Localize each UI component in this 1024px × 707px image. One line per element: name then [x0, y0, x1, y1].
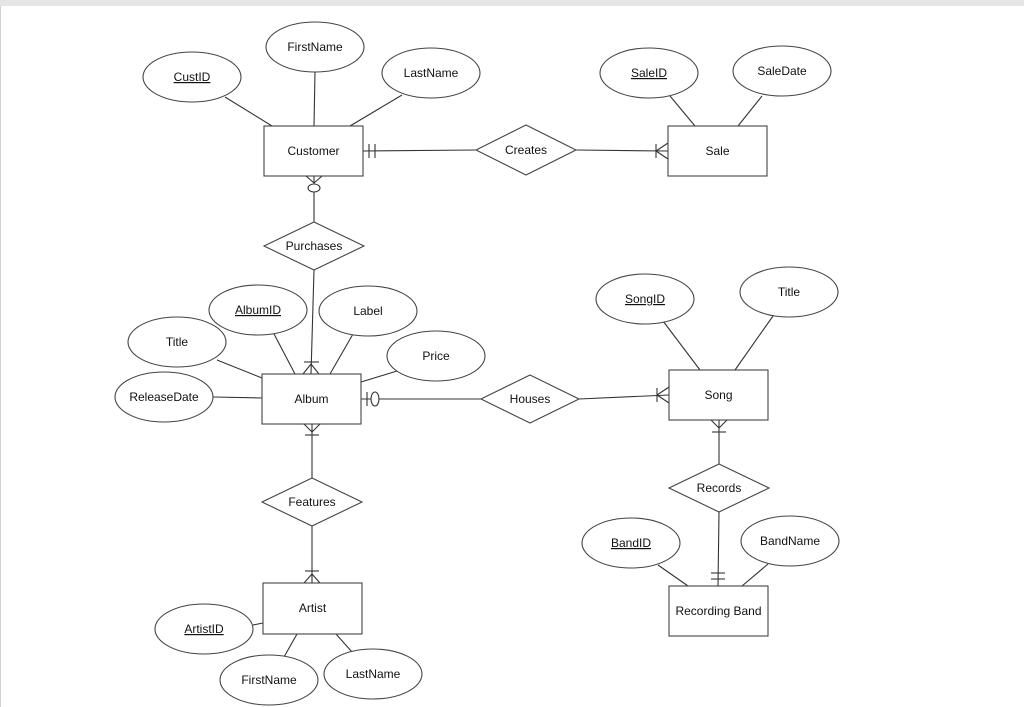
attribute-custid[interactable]: CustID	[142, 51, 242, 103]
entity-sale[interactable]: Sale	[667, 125, 768, 177]
connector-albumid	[272, 331, 296, 375]
connector-artist-lastname	[335, 633, 353, 653]
attribute-saledate-label: SaleDate	[757, 64, 807, 78]
entity-song-label: Song	[704, 388, 732, 402]
entity-album[interactable]: Album	[261, 373, 362, 425]
connector-album-title	[216, 359, 263, 379]
album-houses-zero-one-marker	[366, 391, 380, 407]
entity-recording-band[interactable]: Recording Band	[668, 585, 769, 637]
attribute-artist-firstname[interactable]: FirstName	[219, 654, 319, 706]
connector-saleid	[669, 95, 696, 127]
connector-price	[360, 370, 398, 383]
attribute-releasedate-label: ReleaseDate	[129, 390, 199, 404]
attribute-saleid[interactable]: SaleID	[599, 47, 699, 99]
line-customer-creates	[362, 149, 477, 152]
attribute-songid-label: SongID	[625, 292, 665, 306]
customer-creates-one-only-marker	[368, 144, 376, 158]
line-purchases-album	[310, 269, 315, 375]
sale-creates-crowfoot-marker	[655, 142, 669, 160]
connector-songid	[662, 320, 701, 371]
connector-artist-firstname	[283, 633, 298, 658]
attribute-releasedate[interactable]: ReleaseDate	[114, 371, 214, 423]
canvas-left-border	[0, 6, 1, 707]
relationship-houses-label: Houses	[510, 392, 551, 406]
connector-cust-lastname	[349, 94, 403, 127]
relationship-records-label: Records	[697, 481, 742, 495]
attribute-customer-firstname[interactable]: FirstName	[265, 21, 365, 73]
attribute-bandname[interactable]: BandName	[740, 515, 840, 567]
attribute-saledate[interactable]: SaleDate	[732, 45, 832, 97]
attribute-label[interactable]: Label	[318, 285, 418, 337]
relationship-features-label: Features	[288, 495, 335, 509]
attribute-albumid[interactable]: AlbumID	[208, 284, 308, 336]
attribute-customer-firstname-label: FirstName	[287, 40, 343, 54]
connector-custid	[224, 96, 273, 127]
attribute-artist-lastname[interactable]: LastName	[323, 648, 423, 700]
relationship-creates[interactable]: Creates	[474, 124, 578, 176]
relationship-creates-label: Creates	[505, 143, 547, 157]
attribute-customer-lastname[interactable]: LastName	[381, 47, 481, 99]
canvas-top-bar	[0, 0, 1024, 6]
cardinality-markers	[302, 142, 728, 584]
attribute-artist-lastname-label: LastName	[346, 667, 401, 681]
entity-song[interactable]: Song	[668, 369, 769, 421]
attribute-custid-label: CustID	[174, 70, 211, 84]
band-records-one-only-marker	[711, 572, 725, 580]
attribute-bandid[interactable]: BandID	[581, 517, 681, 569]
entity-artist[interactable]: Artist	[262, 582, 363, 635]
attribute-price[interactable]: Price	[386, 330, 486, 382]
connector-saledate	[737, 95, 763, 127]
customer-purchases-zero-many-marker	[305, 175, 323, 193]
attribute-album-title-label: Title	[166, 335, 189, 349]
line-houses-song	[578, 394, 670, 400]
relationship-features[interactable]: Features	[260, 477, 364, 527]
attribute-label-label: Label	[353, 304, 382, 318]
relationship-records[interactable]: Records	[667, 463, 771, 513]
attribute-saleid-label: SaleID	[631, 66, 667, 80]
relationship-connectors	[310, 149, 720, 587]
entity-customer[interactable]: Customer	[263, 125, 364, 177]
entity-customer-label: Customer	[287, 144, 339, 158]
relationship-houses[interactable]: Houses	[479, 374, 581, 424]
attribute-customer-lastname-label: LastName	[404, 66, 459, 80]
song-houses-crowfoot-marker	[656, 386, 670, 404]
attribute-album-title[interactable]: Title	[127, 316, 227, 368]
connector-releasedate	[212, 396, 263, 399]
connector-bandname	[741, 563, 769, 587]
attribute-songid[interactable]: SongID	[595, 273, 695, 325]
attribute-artistid[interactable]: ArtistID	[154, 603, 254, 655]
connector-label	[329, 333, 354, 375]
attribute-artist-firstname-label: FirstName	[241, 673, 297, 687]
album-features-crowfoot-marker	[303, 423, 321, 436]
line-records-band	[717, 511, 720, 587]
entity-artist-label: Artist	[299, 601, 327, 615]
connector-bandid	[657, 564, 689, 587]
attribute-bandid-label: BandID	[611, 536, 651, 550]
attribute-bandname-label: BandName	[760, 534, 820, 548]
attribute-artistid-label: ArtistID	[184, 622, 224, 636]
album-purchases-crowfoot-marker	[302, 361, 320, 375]
connector-cust-firstname	[313, 71, 316, 127]
connector-song-title	[734, 315, 774, 371]
song-records-crowfoot-marker	[710, 419, 728, 433]
connector-artistid	[252, 622, 264, 626]
entity-sale-label: Sale	[705, 144, 729, 158]
attribute-connectors	[212, 71, 774, 658]
attribute-price-label: Price	[422, 349, 450, 363]
attribute-song-title-label: Title	[778, 285, 801, 299]
artist-features-crowfoot-marker	[303, 570, 321, 584]
line-creates-sale	[575, 149, 669, 152]
entity-album-label: Album	[294, 392, 328, 406]
attribute-albumid-label: AlbumID	[235, 303, 281, 317]
relationship-purchases[interactable]: Purchases	[262, 221, 366, 271]
relationship-purchases-label: Purchases	[286, 239, 343, 253]
entity-recording-band-label: Recording Band	[675, 604, 761, 618]
attribute-song-title[interactable]: Title	[739, 266, 839, 318]
